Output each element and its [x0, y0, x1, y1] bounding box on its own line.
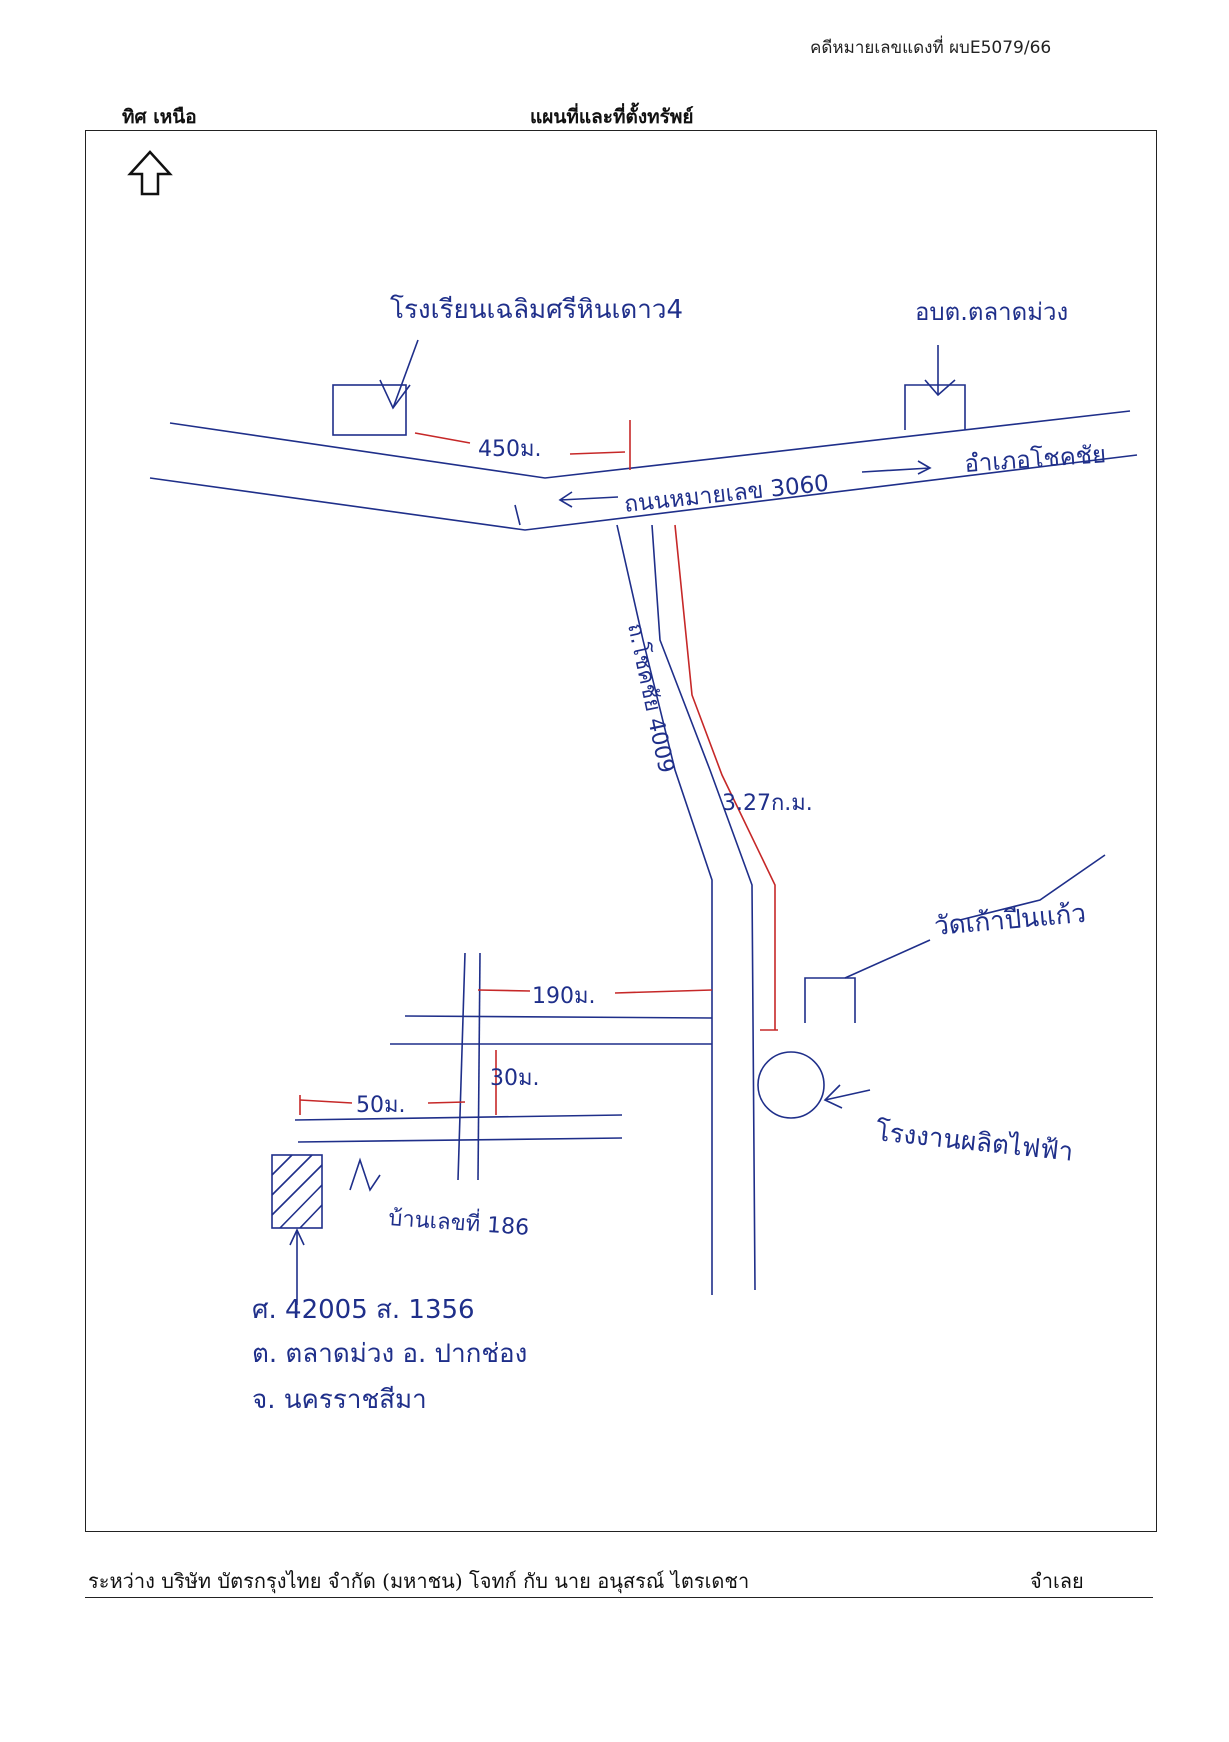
highway-road — [149, 410, 1138, 531]
north-direction-label: ทิศ เหนือ — [122, 106, 197, 128]
school-label: โรงเรียนเฉลิมศรีหินเดาว4 — [390, 294, 683, 325]
sao-building — [904, 345, 966, 430]
dimension-lines — [299, 420, 778, 1115]
parcel-line-2: ต. ตลาดม่วง อ. ปากช่อง — [252, 1339, 527, 1369]
parcel-plot — [271, 1154, 323, 1305]
side-road-label: ถ.โชคชัย 4009 — [622, 621, 679, 776]
highway-label: ถนนหมายเลข 3060 — [623, 471, 830, 518]
temple-building — [804, 854, 1106, 1023]
defendant-label: จำเลย — [1030, 1569, 1084, 1593]
side-road — [616, 524, 756, 1295]
distance-3-27km: 3.27ก.ม. — [722, 791, 813, 816]
distance-50m: 50ม. — [356, 1093, 406, 1118]
map-frame — [85, 130, 1157, 1532]
distance-30m: 30ม. — [490, 1066, 540, 1091]
case-number: คดีหมายเลขแดงที่ ผบE5079/66 — [810, 38, 1052, 58]
school-building — [332, 339, 419, 436]
house-label: บ้านเลขที่ 186 — [388, 1202, 531, 1241]
lower-roads — [294, 952, 713, 1181]
temple-label: วัดเก้าปีนแก้ว — [933, 899, 1087, 942]
distance-190m: 190ม. — [532, 984, 596, 1009]
footer-divider — [85, 1597, 1153, 1598]
parcel-line-3: จ. นครราชสีมา — [252, 1385, 427, 1415]
power-plant-icon — [757, 1051, 871, 1119]
arrow-right-icon — [861, 460, 932, 475]
power-plant-label: โรงงานผลิตไฟฟ้า — [874, 1116, 1074, 1168]
house-marker — [349, 1157, 381, 1192]
arrow-left-icon — [558, 491, 619, 508]
map-title: แผนที่และที่ตั้งทรัพย์ — [530, 106, 694, 128]
parties-statement: ระหว่าง บริษัท บัตรกรุงไทย จำกัด (มหาชน)… — [88, 1569, 750, 1593]
sao-label: อบต.ตลาดม่วง — [915, 298, 1068, 326]
distance-450m: 450ม. — [478, 437, 542, 462]
north-arrow-icon — [127, 150, 173, 196]
parcel-line-1: ศ. 42005 ส. 1356 — [252, 1295, 475, 1325]
to-city-label: อำเภอโชคชัย — [963, 440, 1107, 478]
